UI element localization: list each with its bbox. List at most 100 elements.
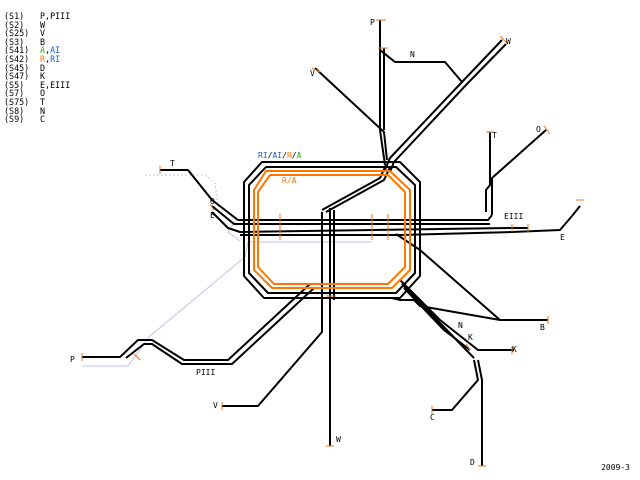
terminal-labels: P N W V T O T O E EIII E B N K K C D W V… xyxy=(70,18,565,467)
label-c: C xyxy=(430,413,435,422)
line-n-north xyxy=(379,49,463,83)
legend-route-part: C xyxy=(40,114,46,125)
legend-route-part: , xyxy=(45,45,51,56)
line-piii-1 xyxy=(82,283,311,361)
label-t-left: T xyxy=(170,159,175,168)
legend-route-part: N xyxy=(40,105,46,116)
label-p-top: P xyxy=(370,18,375,27)
legend-line-code: (S1) xyxy=(4,11,25,21)
legend-row: (S2)W xyxy=(4,20,70,30)
legend-route-part: D xyxy=(40,62,46,73)
label-eiii: EIII xyxy=(504,212,523,221)
legend-route-part: RI xyxy=(50,53,61,64)
legend-row: (S1)P,PIII xyxy=(4,12,70,21)
legend-route-part: E,EIII xyxy=(40,79,71,90)
legend-line-code: (S41) xyxy=(4,45,30,56)
legend-route-part: R xyxy=(40,53,46,64)
line-b xyxy=(395,233,548,321)
line-east-west-4 xyxy=(240,205,581,236)
ring-outer-label-part: / xyxy=(282,151,287,160)
line-w-north-1 xyxy=(384,39,503,171)
legend-line-code: (S75) xyxy=(4,96,30,107)
tick-o-top xyxy=(543,125,551,135)
ring-outer-track-2 xyxy=(248,166,416,294)
line-piii-2 xyxy=(125,287,315,365)
ring-orange-track-2 xyxy=(257,174,406,285)
legend-line-routes: N xyxy=(40,106,45,116)
line-c xyxy=(432,359,479,411)
legend-route-part: AI xyxy=(50,45,61,56)
legend-line-routes: W xyxy=(40,20,45,30)
legend-row: (S7) O xyxy=(4,89,70,98)
tick-v-top xyxy=(311,67,321,73)
legend-route-part: , xyxy=(45,53,51,64)
line-d xyxy=(477,359,483,466)
legend-row: (S9)C xyxy=(4,115,70,124)
ring-outer-label: RI/AI/R/A xyxy=(258,151,302,160)
legend-line-code: (S8) xyxy=(4,105,25,116)
line-o-north-1 xyxy=(491,129,547,215)
legend-line-code: (S45) xyxy=(4,62,30,73)
label-e-right: E xyxy=(560,233,565,242)
label-n-bottom: N xyxy=(458,321,463,330)
line-v-north xyxy=(314,67,388,161)
legend-row: (S45) D xyxy=(4,62,70,73)
label-e-left: E xyxy=(210,211,215,220)
legend-line-routes: B xyxy=(40,37,45,47)
legend-row: (S42) R,RI xyxy=(4,55,70,64)
label-w-top: W xyxy=(506,37,511,46)
date-stamp: 2009-3 xyxy=(601,463,630,472)
line-b-bend xyxy=(391,297,501,321)
legend-route-part: T xyxy=(40,96,46,107)
line-k-1 xyxy=(399,279,514,351)
legend-row: (S41) A,AI xyxy=(4,46,70,55)
legend-line-code: (S3) xyxy=(4,36,25,47)
legend-line-routes: O xyxy=(40,88,45,98)
legend-line-routes: D xyxy=(40,63,45,73)
legend-route-part: O xyxy=(40,88,46,99)
label-v-bottom: V xyxy=(213,401,218,410)
tick-piii xyxy=(133,353,141,361)
label-w-bottom: W xyxy=(336,435,341,444)
legend-line-code: (S7) xyxy=(4,88,25,99)
line-legend: (S1)P,PIII(S2)W(S25)V(S3)B(S41)A,AI(S42)… xyxy=(4,12,70,124)
line-k-2 xyxy=(401,283,475,359)
label-p-left: P xyxy=(70,355,75,364)
line-w-to-center-1 xyxy=(321,164,387,211)
ring-outer-label-part: / xyxy=(268,151,273,160)
legend-line-routes: A,AI xyxy=(40,45,60,55)
legend-line-routes: K xyxy=(40,71,45,81)
label-o-right: O xyxy=(536,125,541,134)
ring-outer-label-part: AI xyxy=(272,151,282,160)
label-piii: PIII xyxy=(196,368,215,377)
line-w-north-2 xyxy=(389,43,507,173)
ring-outer-label-part: R xyxy=(287,151,292,160)
legend-row: (S25) V xyxy=(4,29,70,38)
freight-lines xyxy=(82,174,372,367)
legend-line-routes: R,RI xyxy=(40,54,60,64)
label-b: B xyxy=(540,323,545,332)
label-v-top: V xyxy=(310,69,315,78)
label-t-right: T xyxy=(492,131,497,140)
line-east-west-1 xyxy=(160,169,493,221)
legend-line-routes: C xyxy=(40,114,45,124)
line-v-south xyxy=(222,212,323,407)
legend-row: (S75) T xyxy=(4,98,70,107)
ring-orange-track-1 xyxy=(253,170,411,289)
terminus-ticks xyxy=(81,19,584,467)
legend-line-code: (S42) xyxy=(4,53,30,64)
legend-line-code: (S5) xyxy=(4,79,25,90)
legend-line-code: (S25) xyxy=(4,28,30,39)
freight-line-west xyxy=(82,241,372,367)
ring-outer-label-part: / xyxy=(292,151,297,160)
label-d: D xyxy=(470,458,475,467)
legend-route-part: A xyxy=(40,45,46,56)
ring-outer-track-1 xyxy=(243,161,421,299)
legend-line-routes: E,EIII xyxy=(40,80,70,90)
legend-route-part: B xyxy=(40,36,46,47)
tick-n-south xyxy=(465,343,471,351)
freight-line-northwest xyxy=(145,174,237,221)
ring-orange xyxy=(253,170,411,289)
legend-line-routes: V xyxy=(40,28,45,38)
